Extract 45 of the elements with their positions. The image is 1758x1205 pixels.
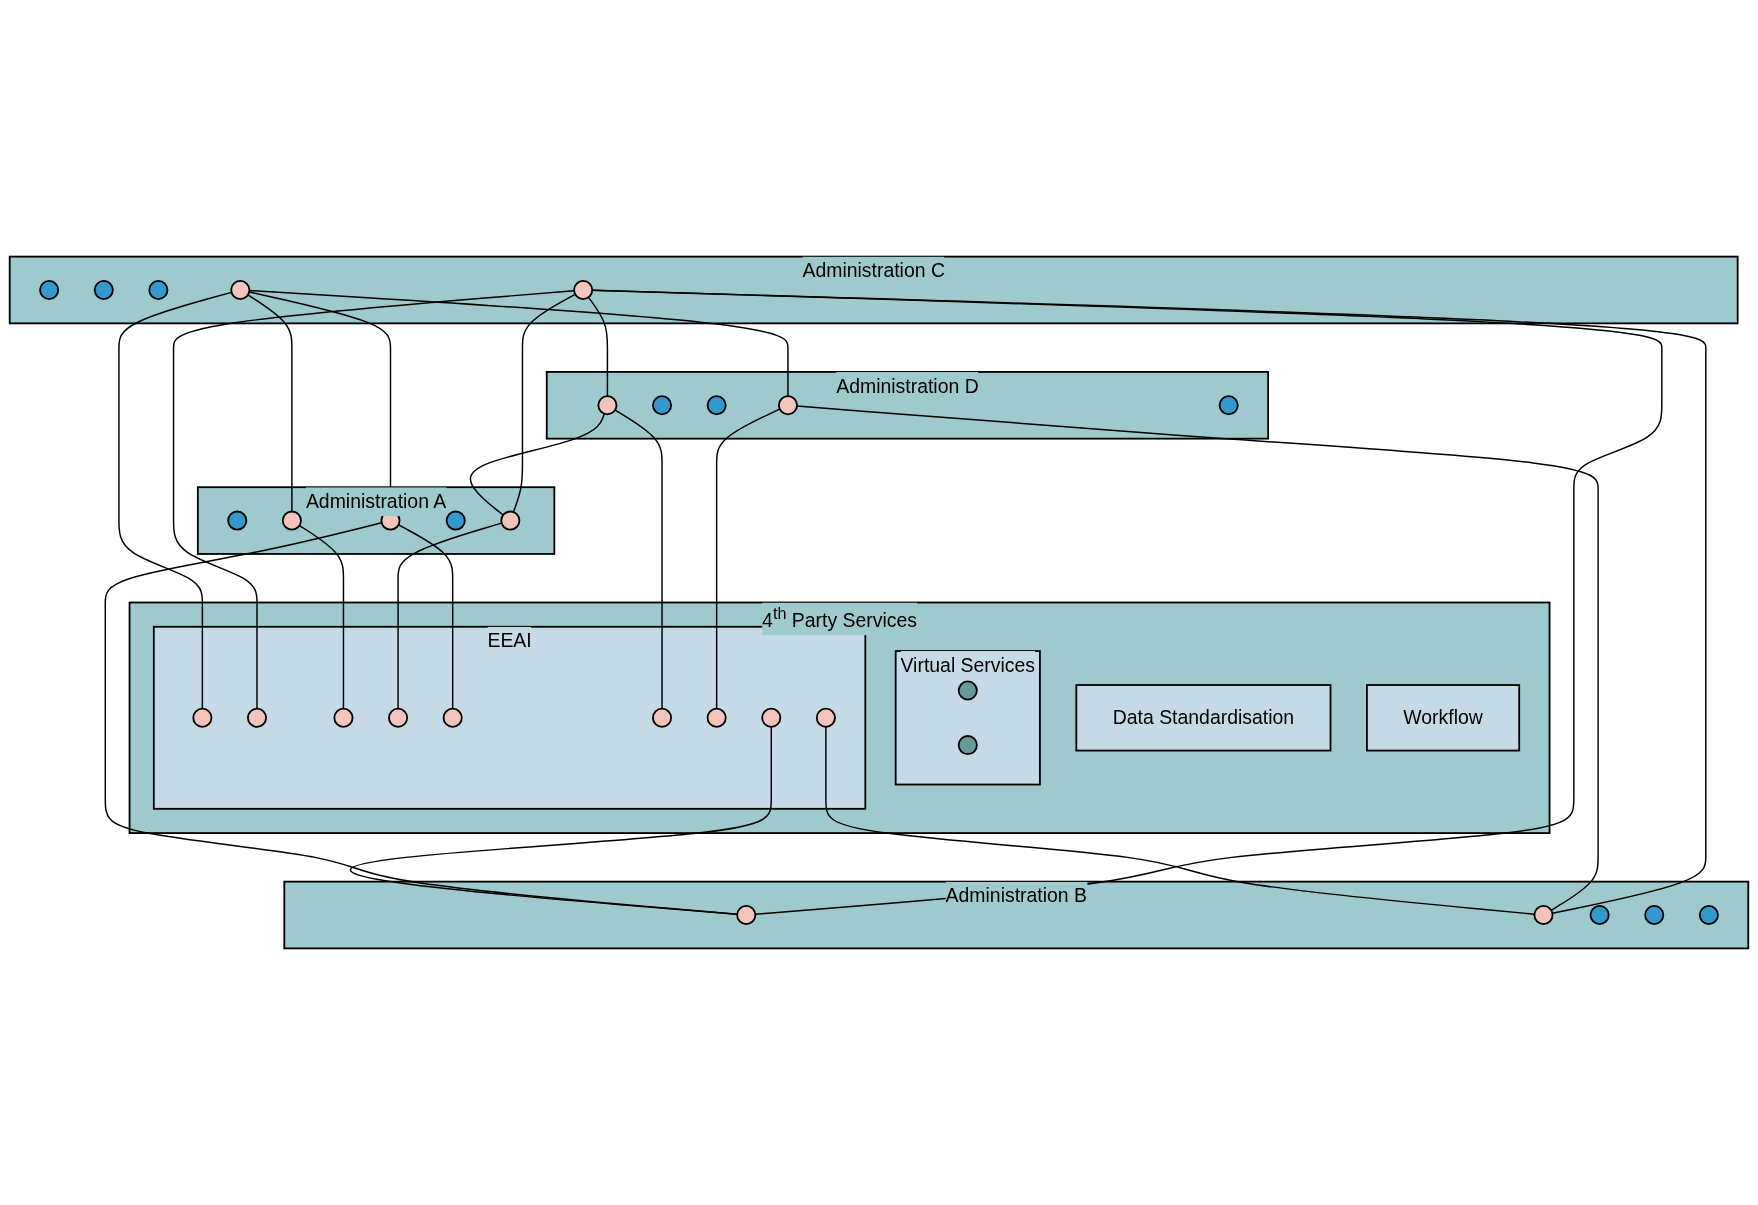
node-circle xyxy=(815,707,836,728)
node-circle xyxy=(1533,905,1554,925)
node-circle xyxy=(652,707,673,728)
node-circle xyxy=(736,905,757,925)
node-circle xyxy=(281,510,302,531)
connector xyxy=(397,524,454,710)
connector xyxy=(614,409,663,710)
connector xyxy=(349,726,772,915)
node-circle xyxy=(1218,395,1239,416)
node-circle xyxy=(39,279,60,300)
node-circle xyxy=(227,510,248,531)
node-circle xyxy=(1589,905,1610,925)
connector xyxy=(298,524,345,710)
node-circle xyxy=(148,279,169,300)
node-circle xyxy=(706,707,727,728)
node-circle xyxy=(230,279,251,300)
node-circle xyxy=(388,707,409,728)
node-circle xyxy=(500,510,521,531)
node-circle xyxy=(706,395,727,416)
connector xyxy=(248,289,789,397)
node-circle xyxy=(777,395,798,416)
node-circle xyxy=(93,279,114,300)
node-circle xyxy=(445,510,466,531)
connector xyxy=(172,290,575,710)
connector xyxy=(469,413,606,516)
node-circle xyxy=(442,707,463,728)
node-circle xyxy=(597,395,618,416)
node-circle xyxy=(192,707,213,728)
node-circle xyxy=(652,395,673,416)
node-circle xyxy=(1698,905,1719,925)
node-circle xyxy=(957,680,978,701)
connector xyxy=(512,293,576,513)
node-circle xyxy=(761,707,782,728)
connector xyxy=(587,296,609,397)
node-circle xyxy=(957,735,978,756)
connector xyxy=(715,408,781,710)
node-box: Data Standardisation xyxy=(1075,684,1332,752)
connector xyxy=(248,291,392,513)
node-box: Workflow xyxy=(1366,684,1521,752)
node-circle xyxy=(1644,905,1665,925)
connector xyxy=(247,294,293,513)
node-circle xyxy=(246,707,267,728)
connector xyxy=(397,522,503,710)
node-circle xyxy=(573,279,594,300)
node-circle xyxy=(333,707,354,728)
